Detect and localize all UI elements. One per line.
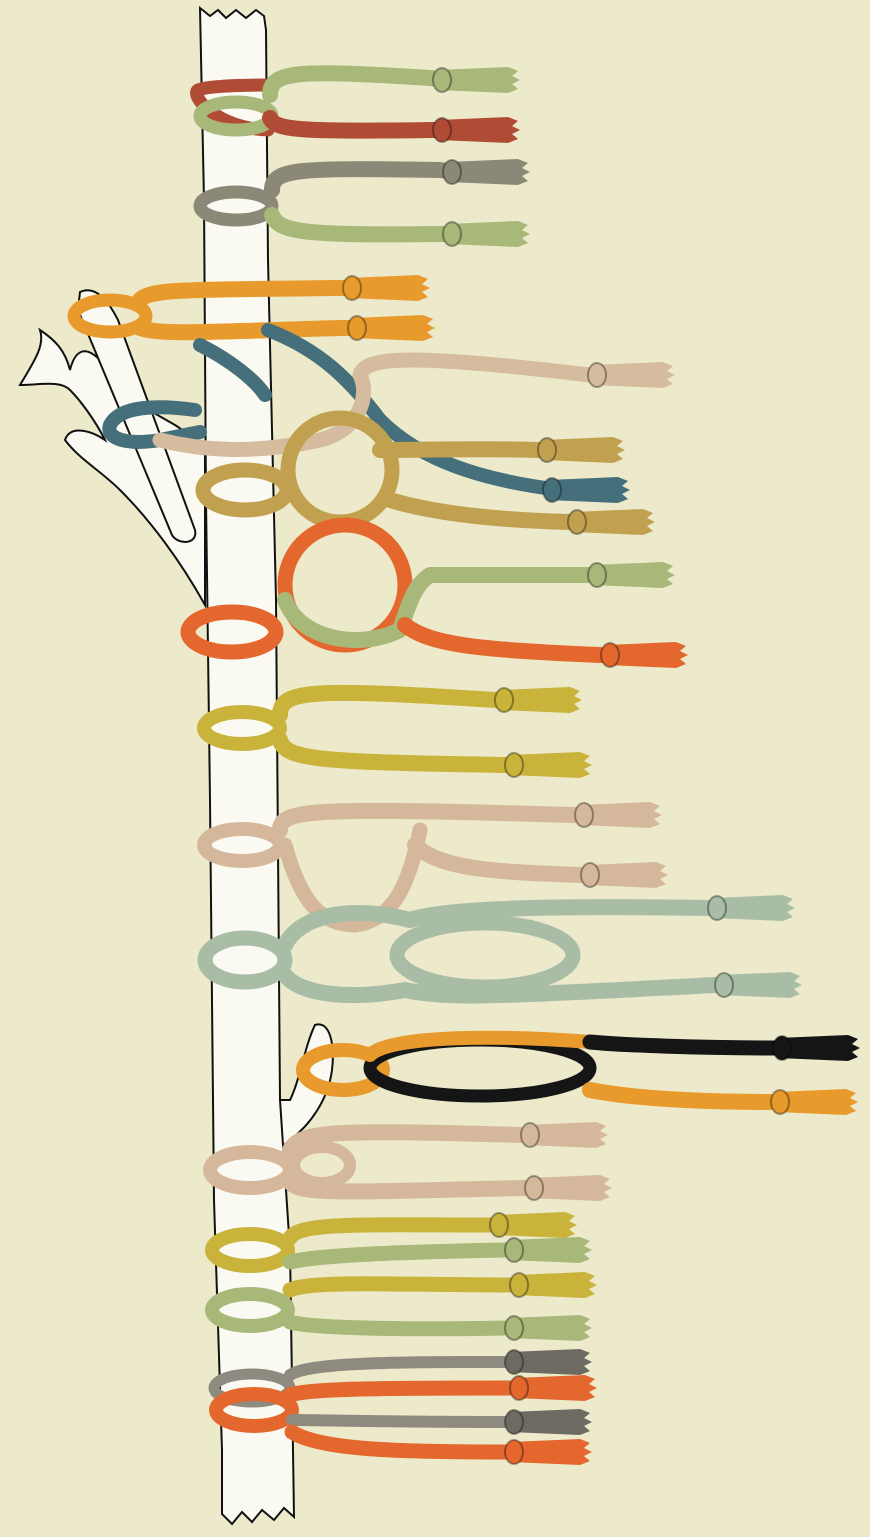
tassel: [601, 642, 688, 668]
tassel: [525, 1175, 612, 1201]
tassel: [588, 362, 675, 388]
tassel: [771, 1089, 858, 1115]
tassel: [543, 477, 630, 503]
tassel: [715, 972, 802, 998]
tassel: [433, 117, 520, 143]
tassel: [505, 1439, 592, 1465]
tassel: [505, 1349, 592, 1375]
tassel: [505, 1409, 592, 1435]
tassel: [505, 1237, 592, 1263]
tassel: [510, 1375, 597, 1401]
tassel: [505, 1315, 592, 1341]
tassel: [588, 562, 675, 588]
tassel: [538, 437, 625, 463]
tassel: [708, 895, 795, 921]
tassel: [433, 67, 520, 93]
tassel: [575, 802, 662, 828]
tassel: [510, 1272, 597, 1298]
tassel: [495, 687, 582, 713]
tassel: [490, 1212, 577, 1238]
tassel: [581, 862, 668, 888]
tassel: [348, 315, 435, 341]
tassel: [505, 752, 592, 778]
tassel: [773, 1035, 860, 1061]
tassel: [443, 221, 530, 247]
tassel: [343, 275, 430, 301]
tassel: [443, 159, 530, 185]
tassel: [521, 1122, 608, 1148]
tassel: [568, 509, 655, 535]
